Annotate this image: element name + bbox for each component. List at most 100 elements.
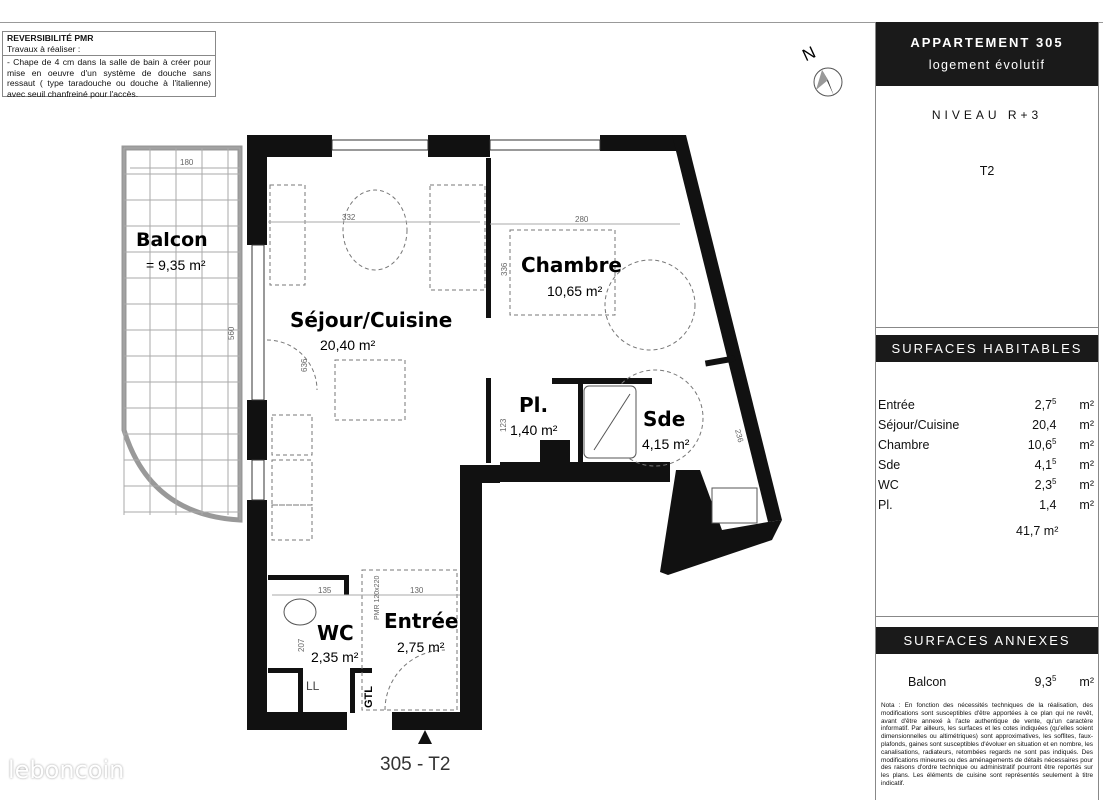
typology-label: T2 — [979, 164, 995, 178]
surface-value-main: 10,6 — [1027, 438, 1053, 453]
room-name-sde: Sde — [643, 407, 685, 431]
dim-label: 236 — [733, 428, 745, 444]
room-name-chambre: Chambre — [521, 253, 622, 277]
gtl-label: GTL — [363, 686, 375, 708]
surface-row: Pl. 1,4 m² — [876, 495, 1098, 515]
fixtures — [283, 385, 758, 626]
surface-name: Chambre — [878, 438, 930, 452]
surface-value: 4,15 — [987, 455, 1057, 475]
dimension-lines — [130, 148, 680, 596]
room-name-balcon: Balcon — [136, 229, 208, 251]
apartment-header: APPARTEMENT 305 logement évolutif — [876, 22, 1098, 86]
surface-unit: m² — [1079, 398, 1094, 412]
surface-unit: m² — [1079, 438, 1094, 452]
room-name-pl: Pl. — [519, 393, 548, 417]
dim-label: 123 — [499, 418, 508, 432]
furniture — [266, 184, 704, 711]
dim-label: 207 — [297, 638, 306, 652]
room-area-pl: 1,40 m² — [510, 422, 558, 438]
surface-value: 20,4 — [987, 415, 1056, 435]
surface-row: Séjour/Cuisine 20,4 m² — [876, 415, 1098, 435]
surface-name: Séjour/Cuisine — [878, 418, 960, 432]
room-area-sde: 4,15 m² — [642, 436, 690, 452]
surface-unit: m² — [1079, 675, 1094, 689]
leboncoin-watermark: leboncoin — [8, 756, 125, 784]
surface-value-sup: 5 — [1052, 457, 1057, 467]
apartment-type: logement évolutif — [928, 58, 1046, 72]
dim-label: 180 — [180, 158, 194, 167]
room-name-entree: Entrée — [384, 609, 458, 633]
north-label: N — [799, 43, 818, 65]
pmr-title: REVERSIBILITÉ PMR — [7, 33, 94, 43]
room-name-sejour: Séjour/Cuisine — [290, 308, 452, 332]
pmr-text: - Chape de 4 cm dans la salle de bain à … — [7, 57, 211, 99]
dim-label: 336 — [500, 262, 509, 276]
surface-value-sup: 5 — [1052, 437, 1057, 447]
surface-value: 2,35 — [987, 475, 1057, 495]
surface-row: Sde 4,15 m² — [876, 455, 1098, 475]
surface-value-main: 4,1 — [1034, 458, 1053, 473]
dim-label: 135 — [318, 586, 332, 595]
level-label: NIVEAU R+3 — [931, 108, 1043, 122]
room-name-wc: WC — [317, 621, 354, 645]
entrance-arrow-icon — [418, 730, 432, 744]
balcony-tiles — [121, 145, 243, 523]
windows — [251, 139, 601, 501]
walls — [247, 135, 782, 730]
divider — [876, 327, 1098, 328]
surface-row: Entrée 2,75 m² — [876, 395, 1098, 415]
surface-value: 9,35 — [987, 672, 1057, 692]
room-area-sejour: 20,40 m² — [320, 337, 376, 353]
pmr-label: PMR 120x220 — [374, 576, 381, 620]
surface-row: Chambre 10,65 m² — [876, 435, 1098, 455]
surface-name: Sde — [878, 458, 901, 472]
dim-label: 280 — [575, 215, 589, 224]
room-area-wc: 2,35 m² — [311, 649, 359, 665]
surface-value-main: 1,4 — [1039, 498, 1057, 513]
surface-value: 10,65 — [987, 435, 1057, 455]
nota-text: Nota : En fonction des nécessités techni… — [881, 702, 1093, 787]
annex-table: Balcon 9,35 m² — [906, 672, 1098, 692]
annex-header: SURFACES ANNEXES — [876, 627, 1098, 654]
surface-unit: m² — [1079, 498, 1094, 512]
surface-value-sup: 5 — [1052, 477, 1057, 487]
dim-label: 130 — [410, 586, 424, 595]
room-area-chambre: 10,65 m² — [547, 283, 603, 299]
surface-unit: m² — [1079, 478, 1094, 492]
total-area: 41,7 m² — [1016, 524, 1059, 538]
info-panel: APPARTEMENT 305 logement évolutif NIVEAU… — [875, 22, 1099, 800]
plan-caption: 305 - T2 — [380, 754, 451, 775]
pmr-subtitle: Travaux à réaliser : — [7, 43, 81, 54]
frame-line — [0, 22, 1103, 23]
surface-name: WC — [878, 478, 899, 492]
surface-row: Balcon 9,35 m² — [906, 672, 1098, 692]
surface-unit: m² — [1079, 458, 1094, 472]
surface-value: 2,75 — [987, 395, 1057, 415]
dim-label: 332 — [342, 213, 356, 222]
surface-value-main: 9,3 — [1034, 675, 1052, 690]
dimension-labels: 180 332 280 560 636 336 123 236 135 130 … — [180, 158, 745, 652]
room-area-balcon: = 9,35 m² — [146, 257, 206, 273]
surface-value-sup: 5 — [1051, 674, 1057, 684]
surface-value-main: 2,3 — [1034, 478, 1053, 493]
dim-label: 560 — [227, 326, 236, 340]
surface-value-sup: 5 — [1052, 397, 1057, 407]
room-area-entree: 2,75 m² — [397, 639, 445, 655]
surface-row: WC 2,35 m² — [876, 475, 1098, 495]
surface-name: Entrée — [878, 398, 915, 412]
surface-unit: m² — [1079, 418, 1094, 432]
dim-label: 636 — [300, 358, 309, 372]
surface-name: Balcon — [908, 675, 947, 689]
divider — [876, 616, 1098, 617]
apartment-title: APPARTEMENT 305 — [910, 35, 1064, 50]
surface-value-main: 2,7 — [1034, 398, 1053, 413]
surface-name: Pl. — [878, 498, 893, 512]
habitable-header: SURFACES HABITABLES — [876, 335, 1098, 362]
floor-plan: N — [121, 43, 843, 744]
room-labels: Balcon = 9,35 m² Séjour/Cuisine 20,40 m²… — [136, 229, 690, 665]
surface-value-main: 20,4 — [1032, 418, 1057, 433]
ll-label: LL — [306, 679, 320, 693]
north-arrow-icon — [813, 67, 843, 97]
